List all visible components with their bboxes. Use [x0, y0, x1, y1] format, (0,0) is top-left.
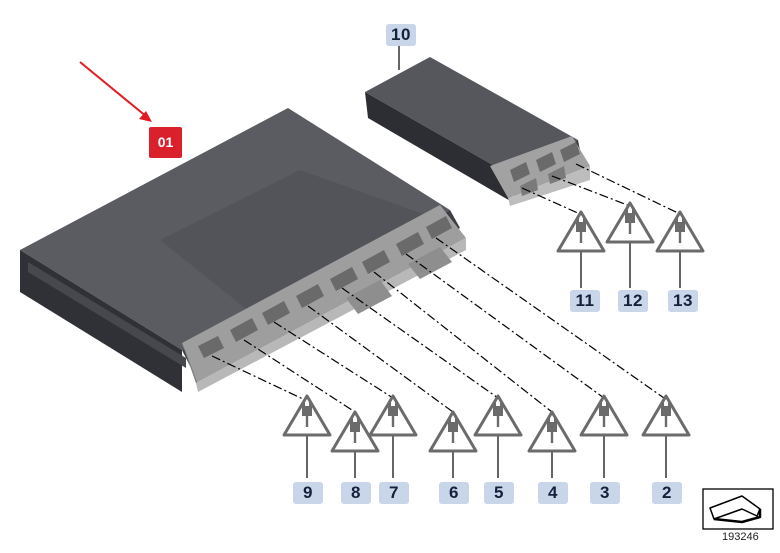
callout-7[interactable]: 7 — [379, 482, 409, 504]
callout-8[interactable]: 8 — [341, 482, 371, 504]
connector-warning-icon — [641, 394, 691, 437]
callout-12[interactable]: 12 — [618, 290, 648, 312]
module-10[interactable] — [365, 57, 590, 206]
callout-11[interactable]: 11 — [570, 290, 600, 312]
connector-warning-icon — [655, 210, 705, 253]
connector-warning-icon — [556, 210, 606, 253]
callout-9[interactable]: 9 — [293, 482, 323, 504]
control-unit-01[interactable] — [20, 108, 466, 392]
navigation-arrow-icon[interactable] — [702, 488, 774, 530]
connector-warning-icon — [473, 394, 523, 437]
leader-lines-upper — [521, 163, 681, 215]
callout-01[interactable]: 01 — [149, 127, 182, 158]
callout-10[interactable]: 10 — [386, 24, 416, 46]
connector-warning-icon — [428, 410, 478, 453]
callout-6[interactable]: 6 — [439, 482, 469, 504]
connector-warning-icon — [605, 201, 655, 244]
pointer-arrow — [79, 61, 152, 122]
connector-warning-icon — [368, 394, 418, 437]
connector-warning-icon — [282, 394, 332, 437]
callout-3[interactable]: 3 — [590, 482, 620, 504]
callout-2[interactable]: 2 — [652, 482, 682, 504]
connector-warning-icon — [579, 394, 629, 437]
connector-warning-icon — [527, 410, 577, 453]
leader-lines-lower — [211, 237, 665, 413]
callout-13[interactable]: 13 — [668, 290, 698, 312]
callout-4[interactable]: 4 — [538, 482, 568, 504]
image-id-label: 193246 — [722, 531, 759, 543]
callout-5[interactable]: 5 — [484, 482, 514, 504]
